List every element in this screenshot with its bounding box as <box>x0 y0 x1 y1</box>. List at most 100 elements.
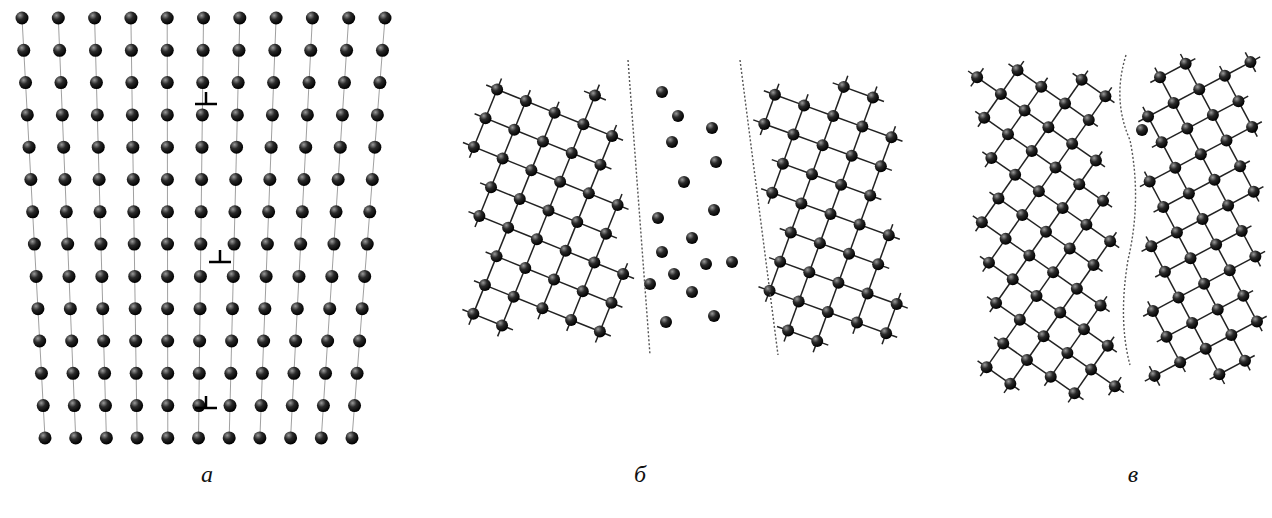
atom <box>1042 121 1054 133</box>
atom <box>263 173 276 186</box>
atom <box>571 216 583 228</box>
atom <box>53 44 66 57</box>
atom <box>660 316 672 328</box>
atom <box>514 193 526 205</box>
atom <box>317 399 330 412</box>
atom <box>686 286 698 298</box>
atom <box>1109 380 1121 392</box>
atom <box>255 399 268 412</box>
atom <box>672 110 684 122</box>
atom <box>1168 97 1180 109</box>
atom <box>1064 242 1076 254</box>
atom <box>363 205 376 218</box>
atom <box>479 112 491 124</box>
atom <box>196 108 209 121</box>
atom <box>1047 266 1059 278</box>
atom <box>1149 370 1161 382</box>
atom <box>225 335 238 348</box>
atom <box>1145 240 1157 252</box>
atom <box>192 431 205 444</box>
atom <box>1078 323 1090 335</box>
atom <box>126 141 139 154</box>
atom <box>54 76 67 89</box>
atom <box>195 173 208 186</box>
atom <box>766 187 778 199</box>
atom <box>96 302 109 315</box>
atom <box>1007 273 1019 285</box>
atom <box>161 12 174 25</box>
atom <box>827 110 839 122</box>
atom <box>668 268 680 280</box>
atom <box>822 306 834 318</box>
atom <box>358 270 371 283</box>
atom <box>373 76 386 89</box>
boundary-line <box>628 60 650 355</box>
atom <box>228 238 241 251</box>
atom <box>1136 124 1148 136</box>
atom <box>851 317 863 329</box>
atom <box>229 173 242 186</box>
atom <box>1180 58 1192 70</box>
atom <box>1088 259 1100 271</box>
atom <box>261 238 274 251</box>
atom <box>1080 219 1092 231</box>
atom <box>223 431 236 444</box>
atom <box>130 399 143 412</box>
atom <box>296 205 309 218</box>
atom <box>161 302 174 315</box>
atom <box>61 238 74 251</box>
dislocation-symbol <box>195 92 217 104</box>
atom <box>319 367 332 380</box>
atom <box>224 367 237 380</box>
atom <box>287 367 300 380</box>
atom <box>63 270 76 283</box>
atom <box>258 302 271 315</box>
atom <box>92 141 105 154</box>
atom <box>270 12 283 25</box>
atom <box>708 204 720 216</box>
atom <box>686 232 698 244</box>
atom <box>983 257 995 269</box>
atom <box>1076 74 1088 86</box>
atoms <box>16 12 1263 445</box>
atom <box>1210 239 1222 251</box>
atom <box>161 76 174 89</box>
atom <box>1225 329 1237 341</box>
atom <box>594 159 606 171</box>
atom <box>194 302 207 315</box>
atom <box>379 12 392 25</box>
atom <box>491 250 503 262</box>
atom <box>161 431 174 444</box>
atom <box>825 208 837 220</box>
atom <box>531 233 543 245</box>
atom <box>1012 64 1024 76</box>
atom <box>100 431 113 444</box>
atom <box>94 205 107 218</box>
atom <box>321 335 334 348</box>
atom <box>60 205 73 218</box>
atom <box>226 302 239 315</box>
atom <box>227 270 240 283</box>
atom <box>978 112 990 124</box>
atom <box>95 270 108 283</box>
atom <box>548 274 560 286</box>
atom <box>652 212 664 224</box>
atom <box>589 90 601 102</box>
atom <box>1212 303 1224 315</box>
atom <box>129 335 142 348</box>
atom <box>306 12 319 25</box>
atom <box>769 89 781 101</box>
dislocation-symbol <box>209 250 231 262</box>
atom <box>197 44 210 57</box>
atom <box>58 173 71 186</box>
atom <box>883 229 895 241</box>
atom <box>1038 330 1050 342</box>
atom <box>340 44 353 57</box>
atom <box>161 335 174 348</box>
atom <box>1040 226 1052 238</box>
atom <box>508 124 520 136</box>
atom <box>787 129 799 141</box>
atom <box>971 71 983 83</box>
atom <box>1142 111 1154 123</box>
atom <box>867 91 879 103</box>
